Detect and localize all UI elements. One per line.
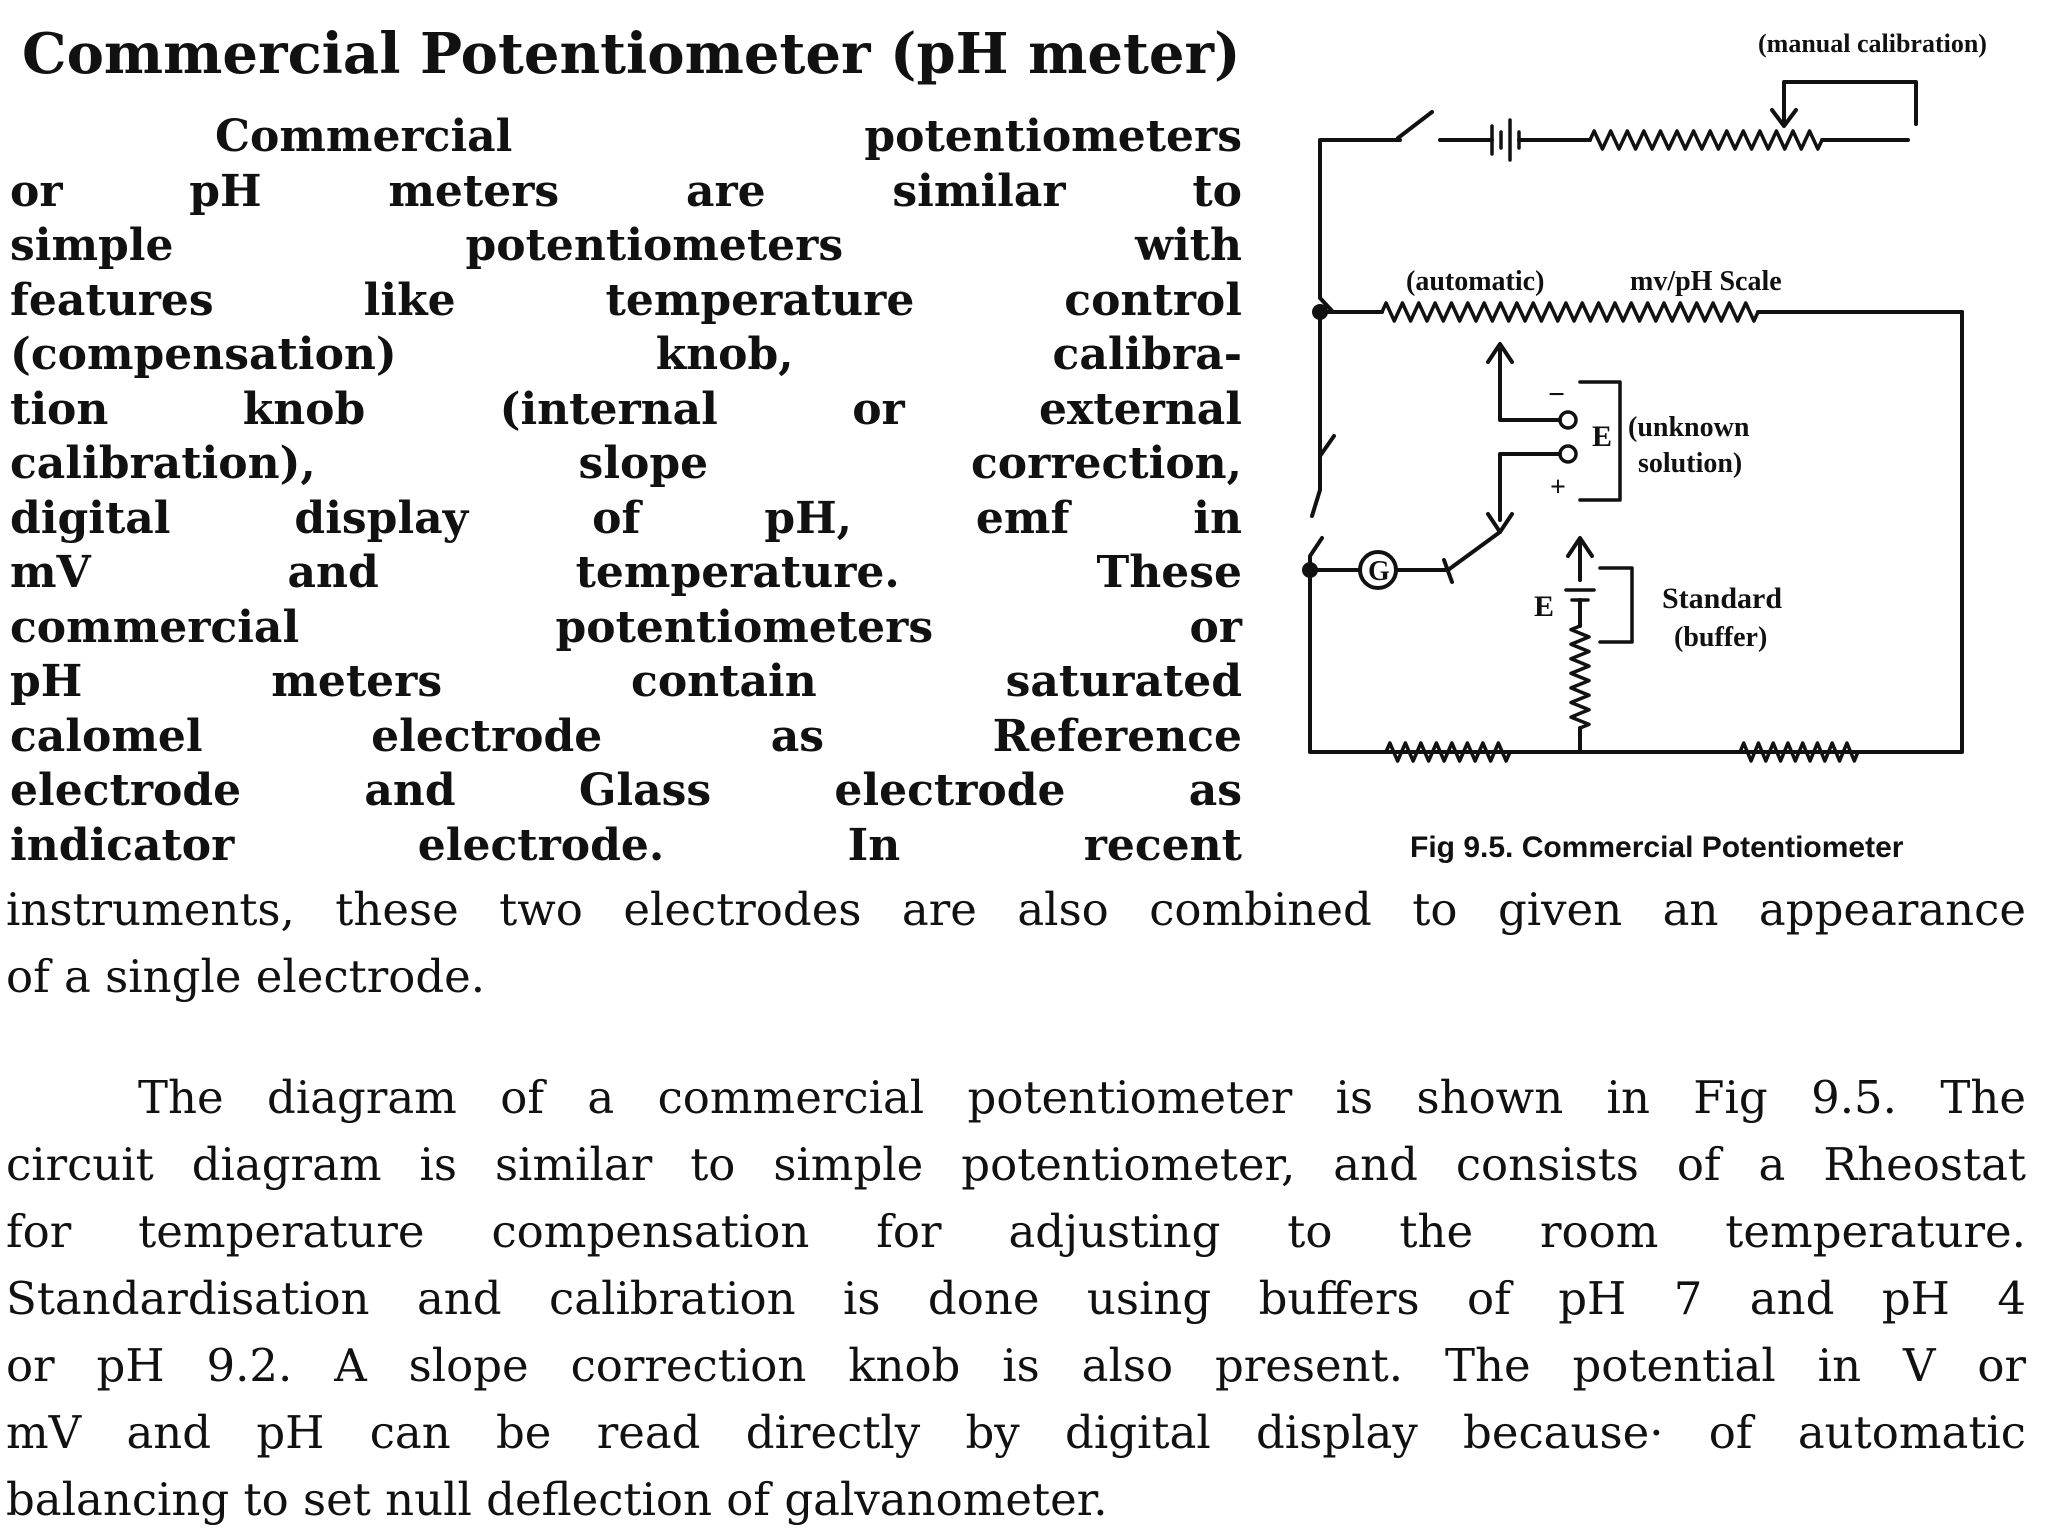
buffer-label: (buffer) [1674, 622, 1767, 653]
text-line: instruments, these two electrodes are al… [6, 883, 2026, 936]
resistor-icon [1380, 301, 1760, 323]
unknown-solution-label: solution) [1638, 448, 1742, 479]
circuit-figure: (manual calibration) (automatic) mv/pH S… [1270, 20, 2048, 880]
resistor-icon [1738, 741, 1860, 763]
battery-icon [1490, 118, 1521, 162]
text-line: tion knob (internal or external [10, 383, 1242, 435]
bracket-icon [1598, 566, 1634, 644]
circuit-wire [1782, 80, 1918, 126]
text-line: or pH meters are similar to [10, 165, 1242, 217]
circuit-wire [1308, 310, 1964, 754]
circuit-wire [1446, 530, 1502, 572]
arrow-icon [1486, 342, 1514, 364]
manual-calibration-label: (manual calibration) [1758, 29, 1987, 58]
emf-standard-label: E [1534, 590, 1554, 623]
text-line: Commercial potentiometers [215, 111, 1242, 162]
text-line: for temperature compensation for adjusti… [6, 1205, 2026, 1258]
paragraph-2: The diagram of a commercial potentiomete… [6, 1064, 2026, 1533]
unknown-solution-label: (unknown [1628, 412, 1750, 443]
paragraph-1-continuation: instruments, these two electrodes are al… [6, 876, 2026, 1010]
resistor-icon [1569, 624, 1591, 730]
text-line: Standardisation and calibration is done … [6, 1272, 2026, 1325]
text-line: or pH 9.2. A slope correction knob is al… [6, 1339, 2026, 1392]
arrow-icon [1770, 108, 1798, 128]
circuit-wire [1498, 452, 1562, 522]
standard-label: Standard [1662, 582, 1782, 615]
figure-caption: Fig 9.5. Commercial Potentiometer [1410, 831, 1904, 864]
switch-icon [1396, 110, 1434, 140]
bracket-icon [1578, 380, 1622, 502]
paragraph-1-column: Commercial potentiometers or pH meters a… [10, 110, 1242, 873]
minus-label: − [1548, 378, 1565, 411]
text-line: (compensation) knob, calibra- [10, 329, 1242, 380]
galvanometer-label: G [1368, 556, 1390, 587]
arrow-icon [1566, 536, 1594, 558]
circuit-diagram: (manual calibration) (automatic) mv/pH S… [1302, 29, 1987, 763]
text-line: The diagram of a commercial potentiomete… [138, 1071, 2026, 1124]
plus-label: + [1550, 472, 1566, 503]
text-line: features like temperature control [10, 274, 1242, 326]
resistor-icon [1588, 129, 1824, 151]
circuit-wire [1310, 434, 1336, 518]
text-line: commercial potentiometers or [10, 601, 1242, 653]
terminal-icon [1558, 444, 1578, 464]
text-line: calibration), slope correction, [10, 438, 1242, 489]
circuit-wire [1442, 558, 1454, 584]
text-line: indicator electrode. In recent [10, 819, 1242, 871]
text-line: calomel electrode as Reference [10, 710, 1242, 762]
text-line: balancing to set null deflection of galv… [6, 1473, 1108, 1526]
page-title: Commercial Potentiometer (pH meter) [22, 21, 1241, 87]
text-line: simple potentiometers with [10, 220, 1242, 271]
text-line: mV and pH can be read directly by digita… [6, 1406, 2026, 1459]
circuit-wire [1318, 138, 1402, 152]
automatic-label: (automatic) [1406, 266, 1544, 297]
emf-unknown-label: E [1592, 420, 1612, 453]
scale-label: mv/pH Scale [1630, 266, 1782, 297]
text-line: of a single electrode. [6, 950, 486, 1003]
text-line: electrode and Glass electrode as [10, 765, 1242, 816]
resistor-icon [1384, 741, 1512, 763]
circuit-wire [1318, 148, 1335, 314]
junction-dot [1312, 304, 1328, 320]
text-line: mV and temperature. These [10, 547, 1242, 598]
text-line: digital display of pH, emf in [10, 492, 1242, 544]
circuit-wire [1498, 348, 1562, 422]
text-line: pH meters contain saturated [10, 656, 1242, 707]
text-line: circuit diagram is similar to simple pot… [6, 1138, 2026, 1191]
terminal-icon [1558, 410, 1578, 430]
